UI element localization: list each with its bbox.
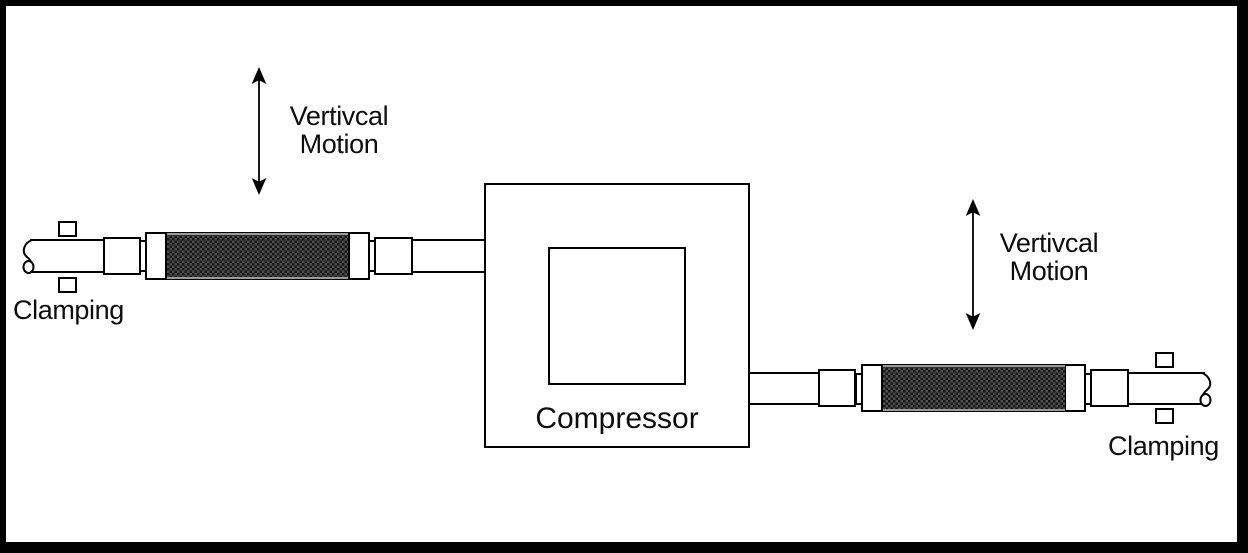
vertical-motion-label: Vertivcal Motion [254,102,424,158]
vertical-motion-label-line2: Motion [299,129,379,159]
pipe-segment [413,239,484,273]
clamp-block [1155,408,1174,424]
vertical-motion-label-line1: Vertivcal [999,228,1099,258]
compressor-label: Compressor [535,402,699,435]
hose-collar [1064,364,1086,412]
pipe-segment [1129,372,1205,405]
hose-end-cylinder [103,237,141,275]
clamping-label: Clamping [13,295,124,325]
clamp-block [1155,352,1174,368]
hose-collar [145,232,167,280]
braided-flexible-hose [882,364,1066,412]
vertical-motion-label-line1: Vertivcal [289,101,389,131]
hose-end-cylinder [1090,369,1129,407]
hose-collar [861,364,883,412]
vertical-motion-arrow-icon [965,199,981,330]
pipe-segment [30,239,104,273]
pipe-break-icon [22,239,35,274]
hose-end-cylinder [818,369,856,407]
hose-collar [348,232,370,280]
vertical-motion-label-line2: Motion [1009,256,1089,286]
clamp-block [58,277,77,293]
pipe-segment [750,372,820,405]
vertical-motion-label: Vertivcal Motion [964,229,1134,285]
braided-flexible-hose [166,232,349,280]
compressor-inner-box [548,247,686,385]
clamp-block [58,221,77,237]
clamping-label: Clamping [1108,431,1219,461]
hose-end-cylinder [374,237,413,275]
pipe-break-icon [1199,372,1212,407]
vertical-motion-arrow-icon [251,67,267,195]
compressor-box: Compressor [484,183,750,448]
